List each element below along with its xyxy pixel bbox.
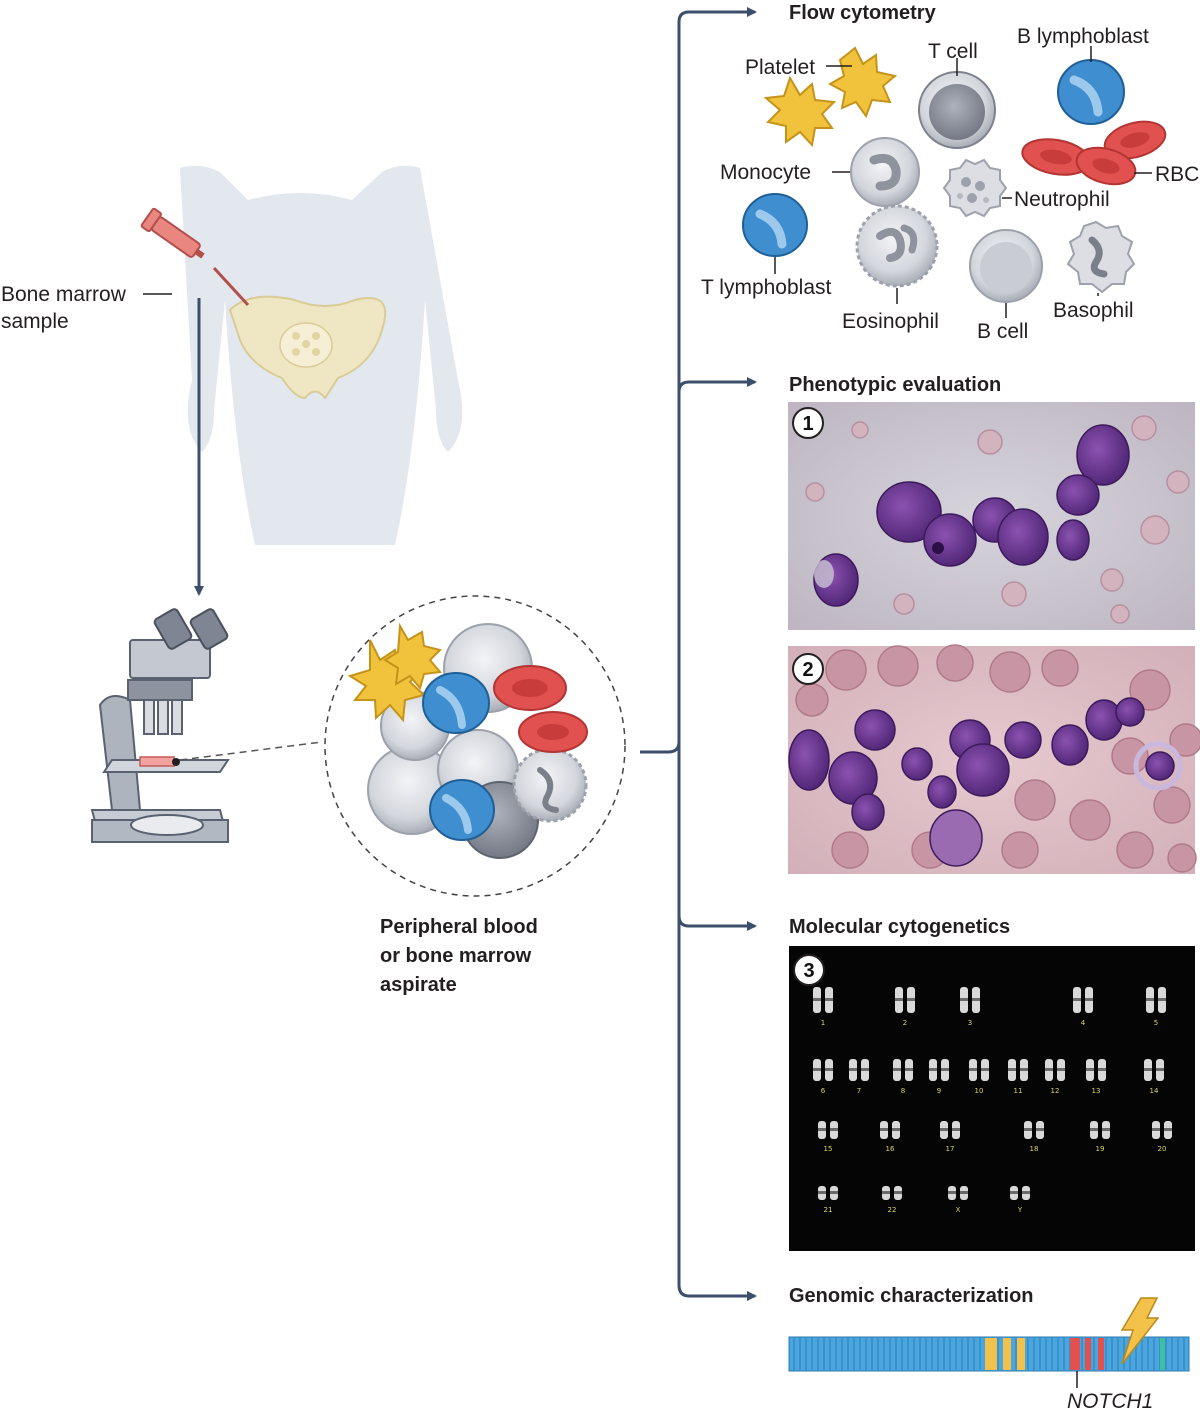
chromosome-pair-9: 9 [929,1059,949,1095]
chromosome-pair-19: 19 [1090,1121,1110,1153]
t-cell-icon [918,71,996,149]
chromosome-pair-22: 22 [882,1186,902,1214]
mutation-lightning-icon [1120,1297,1160,1365]
chromosome-pair-11: 11 [1008,1059,1028,1095]
aspirate-label-2: or bone marrow [380,945,532,967]
karyotype-image [789,946,1195,1251]
platelet-label: Platelet [745,56,815,79]
chromosome-label: 5 [1154,1019,1158,1027]
b-cell-label: B cell [977,320,1028,343]
syringe-icon [140,207,250,307]
eosinophil-icon [855,204,939,288]
chromosome-pair-12: 12 [1045,1059,1065,1095]
t-cell-label: T cell [928,40,978,63]
genome-stripes [793,1338,1185,1370]
flow-cytometry-title: Flow cytometry [789,2,937,24]
chromosome-label: 13 [1092,1087,1101,1095]
chromosome-pair-14: 14 [1144,1059,1164,1095]
chromosome-label: 20 [1158,1145,1167,1153]
b-cell-icon [969,229,1043,303]
branch-bracket [640,7,757,1301]
eosinophil-label: Eosinophil [842,310,939,333]
chromosome-label: 18 [1030,1145,1039,1153]
smear-image-2 [788,644,1200,874]
panel-3-number: 3 [803,960,814,982]
chromosome-pair-18: 18 [1024,1121,1044,1153]
zoom-dashed-line [179,741,323,761]
chromosome-label: X [956,1206,961,1214]
chromosome-label: 17 [946,1145,955,1153]
chromosome-label: 15 [824,1145,833,1153]
rbc-label: RBC [1155,163,1199,186]
chromosome-pair-20: 20 [1152,1121,1172,1153]
aspirate-label-3: aspirate [380,974,457,996]
chromosome-label: 3 [968,1019,972,1027]
smear-image-1 [788,402,1195,630]
pelvis-illustration [228,295,387,400]
b-lymphoblast-icon [1057,59,1125,125]
monocyte-label: Monocyte [720,161,811,184]
basophil-icon [1066,220,1136,294]
chromosome-label: 11 [1014,1087,1023,1095]
monocyte-icon [850,137,920,207]
neutrophil-icon [942,158,1008,218]
chromosome-label: 1 [821,1019,825,1027]
panel-1-number: 1 [802,413,813,435]
neutrophil-label: Neutrophil [1014,188,1110,211]
chromosome-pair-16: 16 [880,1121,900,1153]
genomic-title: Genomic characterization [789,1285,1034,1307]
chromosome-label: 14 [1150,1087,1159,1095]
chromosome-pair-6: 6 [813,1059,833,1095]
panel-2-number: 2 [802,659,813,681]
chromosome-label: 21 [824,1206,833,1214]
chromosome-label: 4 [1081,1019,1086,1027]
chromosome-label: 22 [888,1206,897,1214]
chromosome-label: 12 [1051,1087,1060,1095]
chromosome-label: 19 [1096,1145,1105,1153]
chromosome-pair-1: 1 [813,987,833,1027]
chromosome-pair-X: X [948,1186,968,1214]
aspirate-label-1: Peripheral blood [380,916,538,938]
chromosome-pair-10: 10 [969,1059,989,1095]
basophil-label: Basophil [1053,299,1134,322]
chromosome-label: 7 [857,1087,861,1095]
chromosome-pair-Y: Y [1010,1186,1030,1214]
chromosome-pair-5: 5 [1146,987,1166,1027]
rbc-icon [1021,120,1167,186]
chromosome-pair-4: 4 [1073,987,1093,1027]
b-lymphoblast-label: B lymphoblast [1017,25,1149,48]
bone-marrow-label: Bone marrow [1,283,127,306]
chromosome-pair-13: 13 [1086,1059,1106,1095]
chromosome-pair-2: 2 [895,987,915,1027]
t-lymphoblast-label: T lymphoblast [701,276,832,299]
chromosome-pair-15: 15 [818,1121,838,1153]
chromosome-label: 9 [937,1087,941,1095]
chromosome-pair-8: 8 [893,1059,913,1095]
chromosome-label: 2 [903,1019,907,1027]
platelet-icon [763,46,898,148]
chromosome-label: 6 [821,1087,826,1095]
microscope-icon [90,608,230,843]
sample-label: sample [1,310,69,333]
notch1-label: NOTCH1 [1067,1390,1153,1413]
chromosome-label: 16 [886,1145,895,1153]
sample-zoom-circle [324,595,626,897]
chromosome-pair-17: 17 [940,1121,960,1153]
chromosome-pair-3: 3 [960,987,980,1027]
chromosome-label: 8 [901,1087,905,1095]
chromosome-pair-21: 21 [818,1186,838,1214]
chromosome-label: Y [1017,1206,1023,1214]
t-lymphoblast-icon [742,193,808,257]
mixed-cells-cluster [347,622,588,859]
chromosome-pair-7: 7 [849,1059,869,1095]
chromosome-label: 10 [975,1087,984,1095]
phenotypic-title: Phenotypic evaluation [789,374,1001,396]
cytogenetics-title: Molecular cytogenetics [789,916,1010,938]
